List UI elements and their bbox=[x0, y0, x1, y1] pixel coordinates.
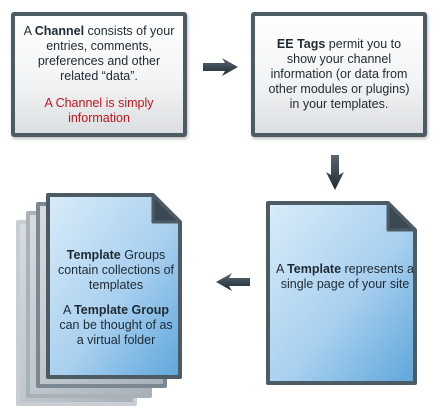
arrow-down-icon bbox=[326, 155, 344, 190]
template-description: A Template represents a single page of y… bbox=[275, 262, 415, 291]
channel-highlight: A Channel is simply information bbox=[44, 95, 154, 125]
channel-term: Channel bbox=[34, 23, 85, 38]
ee-tags-description: EE Tags permit you to show your channel … bbox=[268, 37, 410, 111]
arrow-left-icon bbox=[216, 273, 250, 291]
ee-tags-term: EE Tags bbox=[276, 37, 326, 51]
template-groups-description: Template Groups contain collections of t… bbox=[57, 248, 175, 347]
template-groups-term: Template bbox=[66, 248, 121, 262]
channel-description: A Channel consists of your entries, comm… bbox=[23, 23, 175, 83]
template-groups-stack-icon bbox=[16, 193, 182, 406]
arrow-right-icon bbox=[203, 58, 238, 76]
template-document-icon bbox=[266, 201, 417, 385]
template-group-term: Template Group bbox=[74, 303, 170, 317]
template-term: Template bbox=[287, 262, 342, 276]
channel-box: A Channel consists of your entries, comm… bbox=[11, 12, 187, 137]
ee-tags-box: EE Tags permit you to show your channel … bbox=[251, 12, 427, 137]
